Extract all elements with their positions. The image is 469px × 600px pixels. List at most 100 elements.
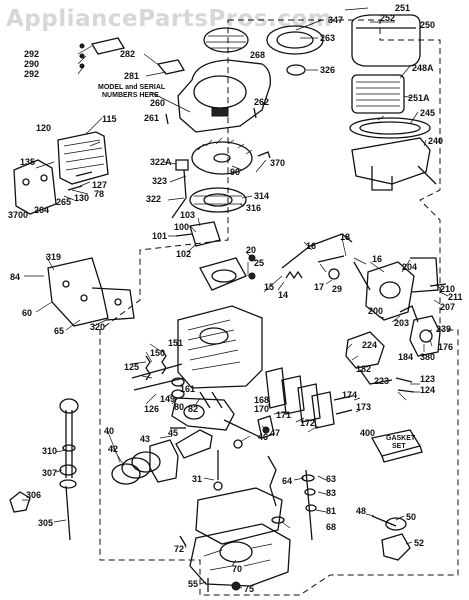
ignition-armature — [189, 187, 247, 213]
valve-spring — [145, 355, 151, 381]
callout-label: 68 — [326, 522, 336, 532]
callout-label: 125 — [124, 362, 139, 372]
callout-label: 184 — [398, 352, 413, 362]
callout-numbers: 251 252 250 347 263 268 292 290 292 282 … — [8, 3, 463, 594]
dipstick-cap — [59, 398, 79, 414]
callout-label: 252 — [380, 13, 395, 23]
callout-label: 151 — [168, 338, 183, 348]
sump-bearing — [219, 541, 253, 563]
callout-label: 251 — [395, 3, 410, 13]
callout-label: 18 — [340, 232, 350, 242]
callout-label: 3700 — [8, 210, 28, 220]
callout-label: 174 — [342, 390, 357, 400]
callout-label: 124 — [420, 385, 435, 395]
callout-label: 282 — [120, 49, 135, 59]
callout-label: 261 — [144, 113, 159, 123]
callout-label: 82 — [188, 404, 198, 414]
callout-label: 319 — [46, 252, 61, 262]
callout-label: 292 — [24, 49, 39, 59]
muffler — [57, 131, 109, 185]
dipstick-grommet — [59, 479, 77, 489]
breather-cover — [199, 257, 247, 291]
callout-label: 281 — [124, 71, 139, 81]
callout-label: 260 — [150, 98, 165, 108]
gasket-set-label-2: SET — [392, 443, 406, 450]
throttle-spring — [397, 389, 415, 393]
intake-gasket — [265, 367, 287, 409]
muffler-screw — [67, 185, 83, 191]
callout-label: 50 — [406, 512, 416, 522]
crank-washer — [213, 481, 223, 491]
valve — [131, 363, 183, 379]
callout-label: 250 — [420, 20, 435, 30]
governor-arm — [267, 455, 277, 507]
dipstick-rod — [65, 485, 71, 541]
leader-lines — [22, 7, 449, 589]
callout-label: 170 — [254, 404, 269, 414]
throttle-screw — [395, 377, 413, 383]
callout-label: 42 — [108, 444, 118, 454]
callout-label: 251A — [408, 93, 430, 103]
engine-mount-flange — [91, 287, 135, 321]
callout-label: 29 — [332, 284, 342, 294]
piston — [149, 439, 179, 483]
callout-label: 135 — [20, 157, 35, 167]
intake-spacer — [281, 375, 305, 415]
starter-cup — [266, 25, 324, 55]
callout-label: 292 — [24, 69, 39, 79]
callout-label: 63 — [326, 474, 336, 484]
callout-label: 172 — [300, 418, 315, 428]
flywheel — [191, 141, 253, 175]
callout-label: 102 — [176, 249, 191, 259]
housing-screw — [253, 107, 257, 119]
governor-lever — [281, 233, 353, 269]
pto-gear — [381, 533, 411, 561]
callout-label: 265 — [56, 197, 71, 207]
filter-element — [349, 117, 431, 139]
callout-label: 224 — [362, 340, 377, 350]
callout-label: 48 — [356, 506, 366, 516]
callout-label: 75 — [244, 584, 254, 594]
callout-label: 60 — [22, 308, 32, 318]
governor-spring — [285, 270, 303, 280]
fuel-tank-section — [345, 331, 385, 369]
callout-label: 20 — [246, 245, 256, 255]
governor-screw — [175, 233, 193, 237]
callout-label: 115 — [102, 114, 117, 124]
callout-label: 149 — [160, 394, 175, 404]
air-cleaner-base-neck — [371, 166, 393, 191]
spring-anchor — [175, 159, 189, 171]
housing-screw-2 — [165, 113, 169, 125]
mount-hole-3 — [114, 298, 122, 306]
cylinder-fins — [187, 319, 241, 371]
air-cleaner-cover — [351, 14, 421, 67]
callout-label: 263 — [320, 33, 335, 43]
control-bracket — [90, 37, 126, 55]
callout-label: 268 — [250, 50, 265, 60]
tube-clip — [9, 491, 31, 513]
callout-label: 65 — [54, 326, 64, 336]
callout-label: 323 — [152, 176, 167, 186]
callout-label: 43 — [140, 434, 150, 444]
callout-label: 14 — [278, 290, 288, 300]
callout-label: 130 — [74, 193, 89, 203]
fuel-line — [359, 369, 393, 385]
starter-cup-inner — [276, 31, 314, 49]
callout-label: 176 — [438, 342, 453, 352]
callout-label: 120 — [36, 123, 51, 133]
callout-label: 322A — [150, 157, 172, 167]
crankshaft — [171, 397, 235, 431]
valve-2 — [133, 377, 185, 391]
callout-label: 25 — [254, 258, 264, 268]
callout-label: 400 — [360, 428, 375, 438]
callout-label: 203 — [394, 318, 409, 328]
guard-hole-2 — [40, 174, 48, 182]
armature-winding — [194, 195, 242, 205]
callout-label: 370 — [270, 158, 285, 168]
blower-housing — [177, 59, 271, 133]
callout-label: 127 — [92, 180, 107, 190]
wire-clip — [156, 59, 186, 75]
callout-label: 15 — [264, 282, 274, 292]
callout-label: 103 — [180, 210, 195, 220]
